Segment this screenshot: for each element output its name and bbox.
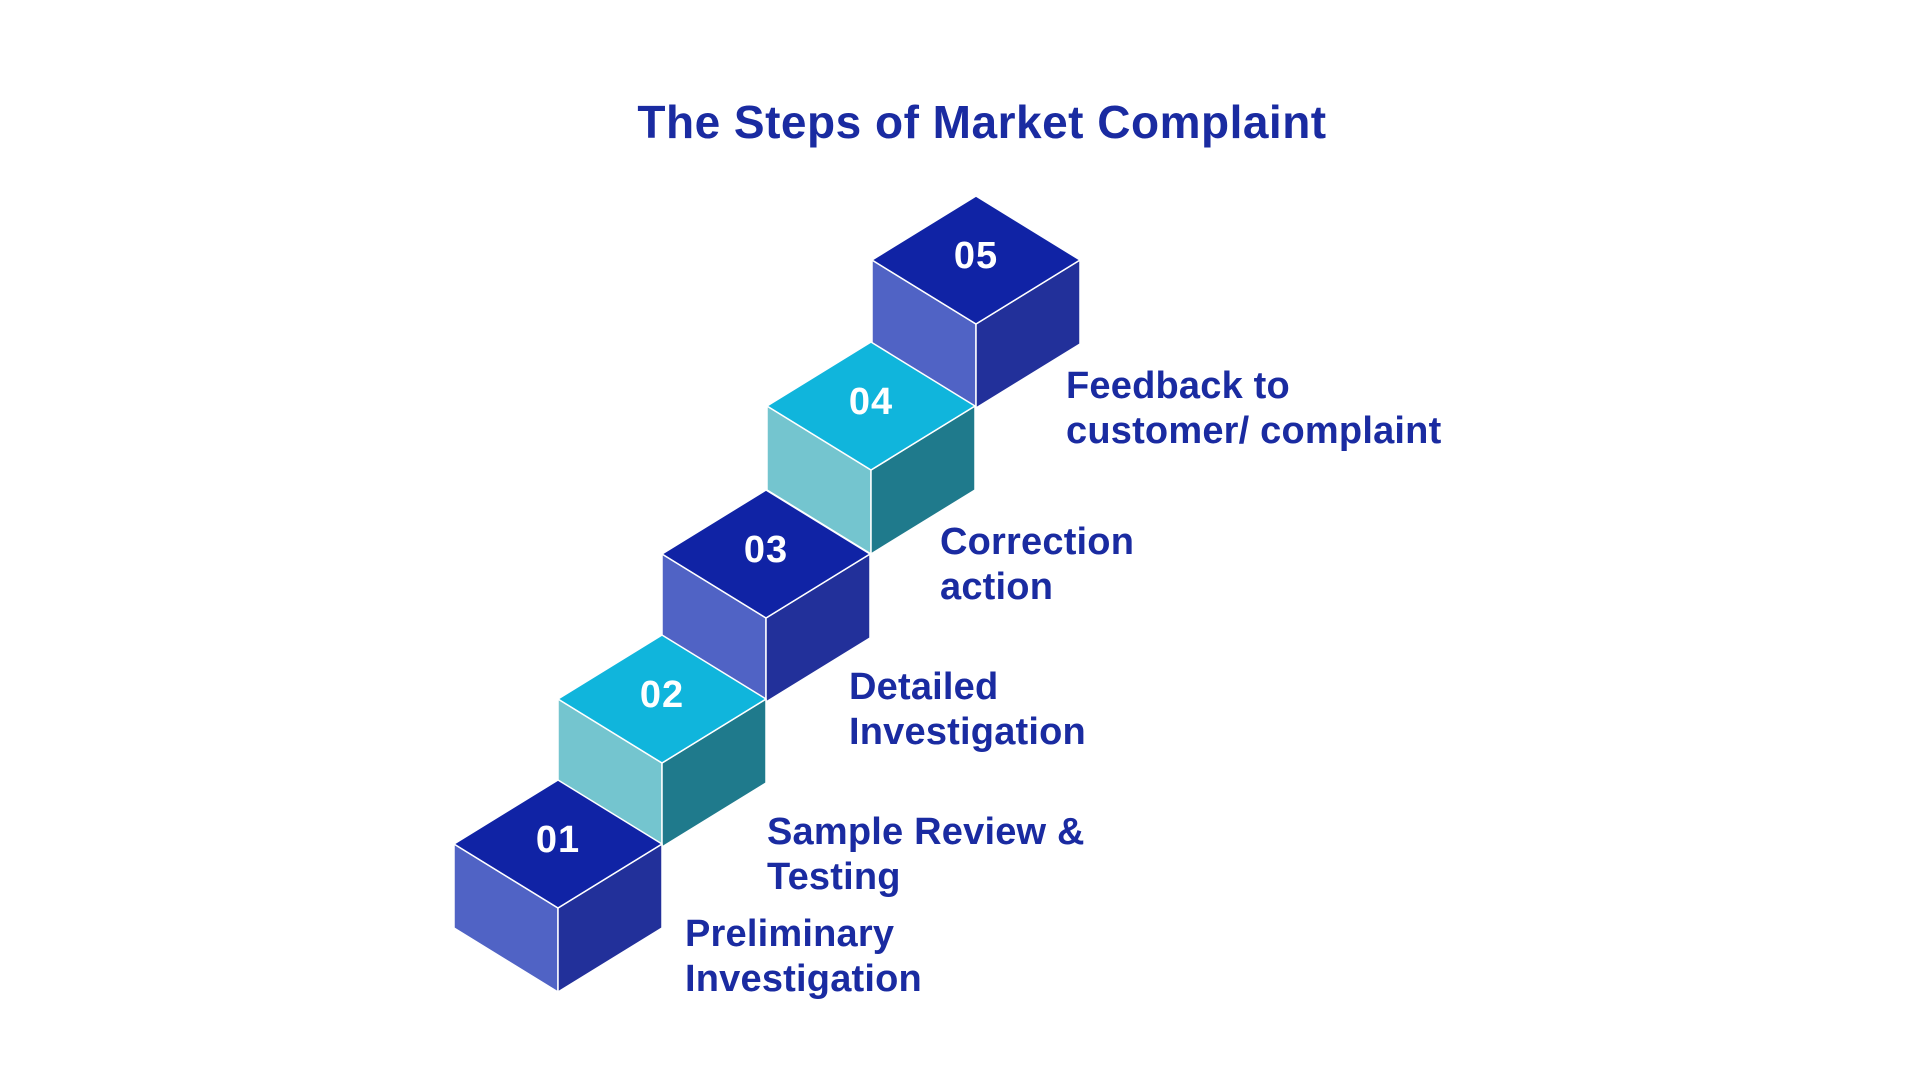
step-number: 03 xyxy=(744,529,788,571)
step-number: 02 xyxy=(640,674,684,716)
page-title: The Steps of Market Complaint xyxy=(637,96,1327,148)
cube-top-face xyxy=(453,779,663,909)
step-label-detailed-investigation: Detailed Investigation xyxy=(849,666,1086,753)
step-cube-03: 03 xyxy=(661,489,871,703)
cube-top-face xyxy=(661,489,871,619)
step-cube-04: 04 xyxy=(766,341,976,555)
step-label-preliminary-investigation: Preliminary Investigation xyxy=(685,913,922,1000)
step-cube-02: 02 xyxy=(557,634,767,848)
step-label-feedback-to-customer: Feedback to customer/ complaint xyxy=(1066,365,1442,452)
cube-top-face xyxy=(557,634,767,764)
step-cube-01: 01 xyxy=(453,779,663,993)
cube-top-face xyxy=(871,195,1081,325)
step-cube-05: 05 xyxy=(871,195,1081,409)
step-number: 04 xyxy=(849,381,893,423)
cube-top-face xyxy=(766,341,976,471)
step-label-correction-action: Correction action xyxy=(940,521,1135,608)
step-number: 01 xyxy=(536,819,580,861)
step-number: 05 xyxy=(954,235,998,277)
step-label-sample-review-testing: Sample Review & Testing xyxy=(767,811,1085,898)
